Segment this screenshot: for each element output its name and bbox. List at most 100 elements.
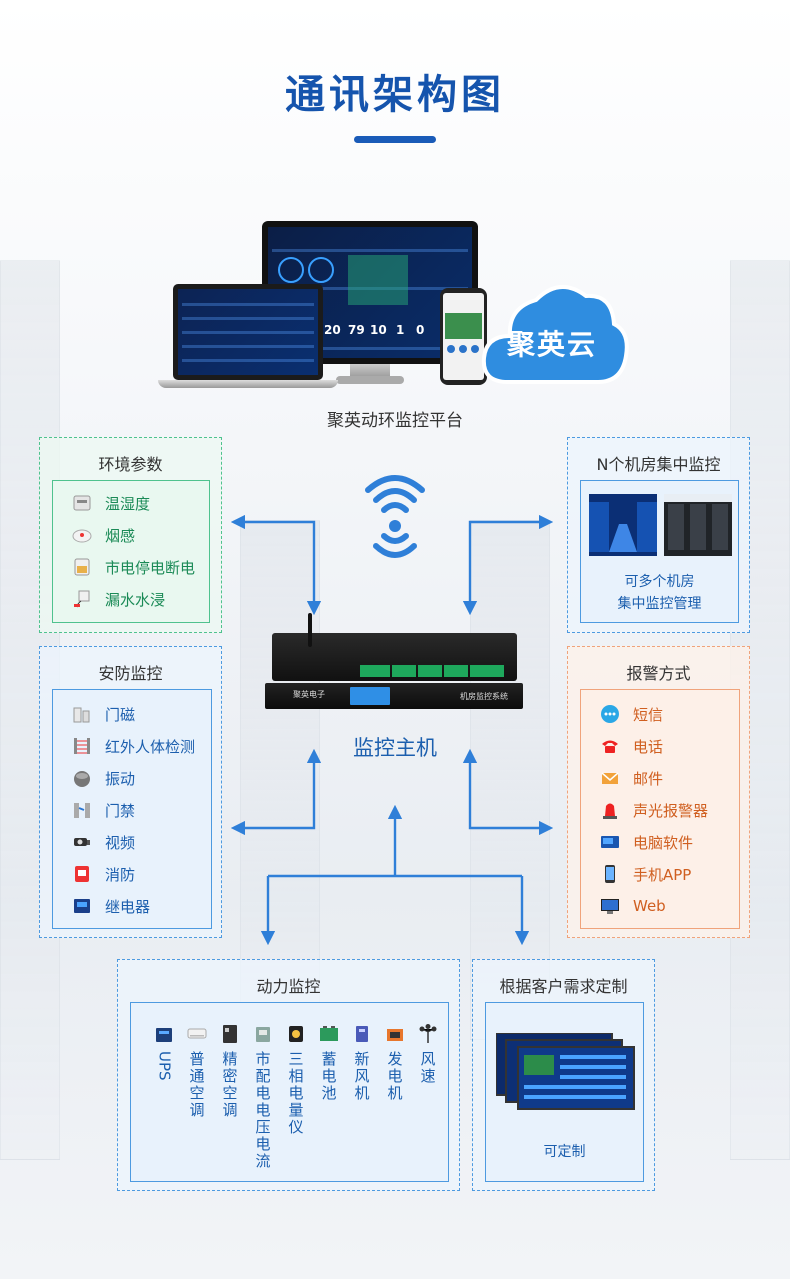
power-meter-icon bbox=[285, 1023, 307, 1045]
camera-icon bbox=[71, 831, 93, 853]
infrared-detector-icon bbox=[71, 735, 93, 757]
list-item: 市电停电断电 bbox=[71, 555, 195, 579]
host-system-label: 机房监控系统 bbox=[460, 692, 508, 701]
door-sensor-icon bbox=[71, 703, 93, 725]
computer-software-icon bbox=[599, 831, 621, 853]
air-conditioner-icon bbox=[186, 1023, 208, 1045]
screen-number: 0 bbox=[416, 323, 425, 337]
rooms-desc-line: 可多个机房 bbox=[624, 574, 695, 590]
list-item: 普通空调 bbox=[186, 1023, 208, 1119]
list-item: 振动 bbox=[71, 766, 135, 790]
server-room-image bbox=[589, 494, 657, 556]
alarm-list: 短信 电话 邮件 声光报警器 电脑软件 手机APP Web bbox=[580, 689, 740, 929]
list-item: 蓄电池 bbox=[318, 1023, 340, 1102]
title-underline bbox=[354, 136, 436, 143]
water-leak-icon bbox=[71, 588, 93, 610]
list-item: 视频 bbox=[71, 830, 135, 854]
monitoring-host-top bbox=[272, 613, 517, 681]
power-distribution-icon bbox=[252, 1023, 274, 1045]
vibration-sensor-icon bbox=[71, 767, 93, 789]
security-title: 安防监控 bbox=[98, 664, 163, 683]
list-item: 短信 bbox=[599, 702, 663, 726]
list-item: 消防 bbox=[71, 862, 135, 886]
power-list: UPS 普通空调 精密空调 市配电电压电流 三相电量仪 蓄电池 新风机 发电机 bbox=[130, 1002, 449, 1182]
list-item: 红外人体检测 bbox=[71, 734, 195, 758]
list-item: 门磁 bbox=[71, 702, 135, 726]
screen-number: 79 bbox=[348, 323, 365, 337]
list-item: 漏水水浸 bbox=[71, 587, 165, 611]
custom-content: 可定制 bbox=[485, 1002, 644, 1182]
fresh-air-icon bbox=[351, 1023, 373, 1045]
phone-icon bbox=[599, 735, 621, 757]
environment-title: 环境参数 bbox=[98, 455, 163, 474]
laptop-base bbox=[158, 380, 338, 388]
battery-icon bbox=[318, 1023, 340, 1045]
platform-label: 聚英动环监控平台 bbox=[327, 411, 463, 431]
list-item: 手机APP bbox=[599, 862, 691, 886]
host-label: 监控主机 bbox=[353, 736, 437, 760]
laptop bbox=[173, 284, 323, 380]
alarm-title: 报警方式 bbox=[626, 664, 691, 683]
environment-list: 温湿度 烟感 市电停电断电 漏水水浸 bbox=[52, 480, 210, 623]
relay-icon bbox=[71, 895, 93, 917]
list-item: 电话 bbox=[599, 734, 663, 758]
monitor-stand bbox=[350, 364, 390, 378]
custom-desc: 可定制 bbox=[543, 1144, 586, 1160]
list-item: UPS bbox=[153, 1023, 175, 1081]
list-item: 风速 bbox=[417, 1023, 439, 1085]
fire-alarm-icon bbox=[71, 863, 93, 885]
wifi-icon bbox=[365, 475, 425, 558]
page-title: 通讯架构图 bbox=[285, 72, 505, 118]
web-icon bbox=[599, 895, 621, 917]
ups-icon bbox=[153, 1023, 175, 1045]
custom-panel: 根据客户需求定制 可定制 bbox=[472, 959, 655, 1191]
rooms-desc-line: 集中监控管理 bbox=[617, 596, 702, 612]
cloud-icon bbox=[481, 285, 629, 384]
precision-ac-icon bbox=[219, 1023, 241, 1045]
power-failure-icon bbox=[71, 556, 93, 578]
security-list: 门磁 红外人体检测 振动 门禁 视频 消防 继电器 bbox=[52, 689, 212, 929]
power-title: 动力监控 bbox=[256, 977, 321, 996]
rooms-panel: N个机房集中监控 可多个机房 集中监控管理 bbox=[567, 437, 750, 633]
alarm-light-icon bbox=[599, 799, 621, 821]
list-item: 三相电量仪 bbox=[285, 1023, 307, 1136]
monitoring-host-front: 聚英电子 机房监控系统 bbox=[265, 683, 523, 709]
anemometer-icon bbox=[417, 1023, 439, 1045]
sms-icon bbox=[599, 703, 621, 725]
host-brand: 聚英电子 bbox=[293, 690, 325, 699]
list-item: 门禁 bbox=[71, 798, 135, 822]
environment-panel: 环境参数 温湿度 烟感 市电停电断电 漏水水浸 bbox=[39, 437, 222, 633]
power-panel: 动力监控 UPS 普通空调 精密空调 市配电电压电流 三相电量仪 蓄电池 新风机 bbox=[117, 959, 460, 1191]
rooms-content: 可多个机房 集中监控管理 bbox=[580, 480, 739, 623]
list-item: 新风机 bbox=[351, 1023, 373, 1102]
generator-icon bbox=[384, 1023, 406, 1045]
screen-number: 1 bbox=[396, 323, 405, 337]
cloud-label: 聚英云 bbox=[506, 328, 597, 361]
list-item: Web bbox=[599, 894, 666, 918]
list-item: 继电器 bbox=[71, 894, 150, 918]
thermo-hygrometer-icon bbox=[71, 492, 93, 514]
security-panel: 安防监控 门磁 红外人体检测 振动 门禁 视频 消防 继电器 bbox=[39, 646, 222, 938]
custom-screens-image bbox=[496, 1033, 635, 1110]
mobile-app-icon bbox=[599, 863, 621, 885]
list-item: 市配电电压电流 bbox=[252, 1023, 274, 1170]
screen-number: 10 bbox=[370, 323, 387, 337]
host-lcd bbox=[350, 687, 390, 705]
smartphone bbox=[440, 288, 487, 385]
alarm-panel: 报警方式 短信 电话 邮件 声光报警器 电脑软件 手机APP Web bbox=[567, 646, 750, 938]
smoke-detector-icon bbox=[71, 524, 93, 546]
server-room-image bbox=[664, 494, 732, 556]
list-item: 烟感 bbox=[71, 523, 135, 547]
list-item: 精密空调 bbox=[219, 1023, 241, 1119]
list-item: 电脑软件 bbox=[599, 830, 693, 854]
rooms-title: N个机房集中监控 bbox=[596, 455, 721, 474]
access-gate-icon bbox=[71, 799, 93, 821]
screen-number: 20 bbox=[324, 323, 341, 337]
list-item: 邮件 bbox=[599, 766, 663, 790]
list-item: 声光报警器 bbox=[599, 798, 708, 822]
mail-icon bbox=[599, 767, 621, 789]
custom-title: 根据客户需求定制 bbox=[499, 977, 628, 996]
monitor-base bbox=[336, 376, 404, 384]
list-item: 温湿度 bbox=[71, 491, 150, 515]
